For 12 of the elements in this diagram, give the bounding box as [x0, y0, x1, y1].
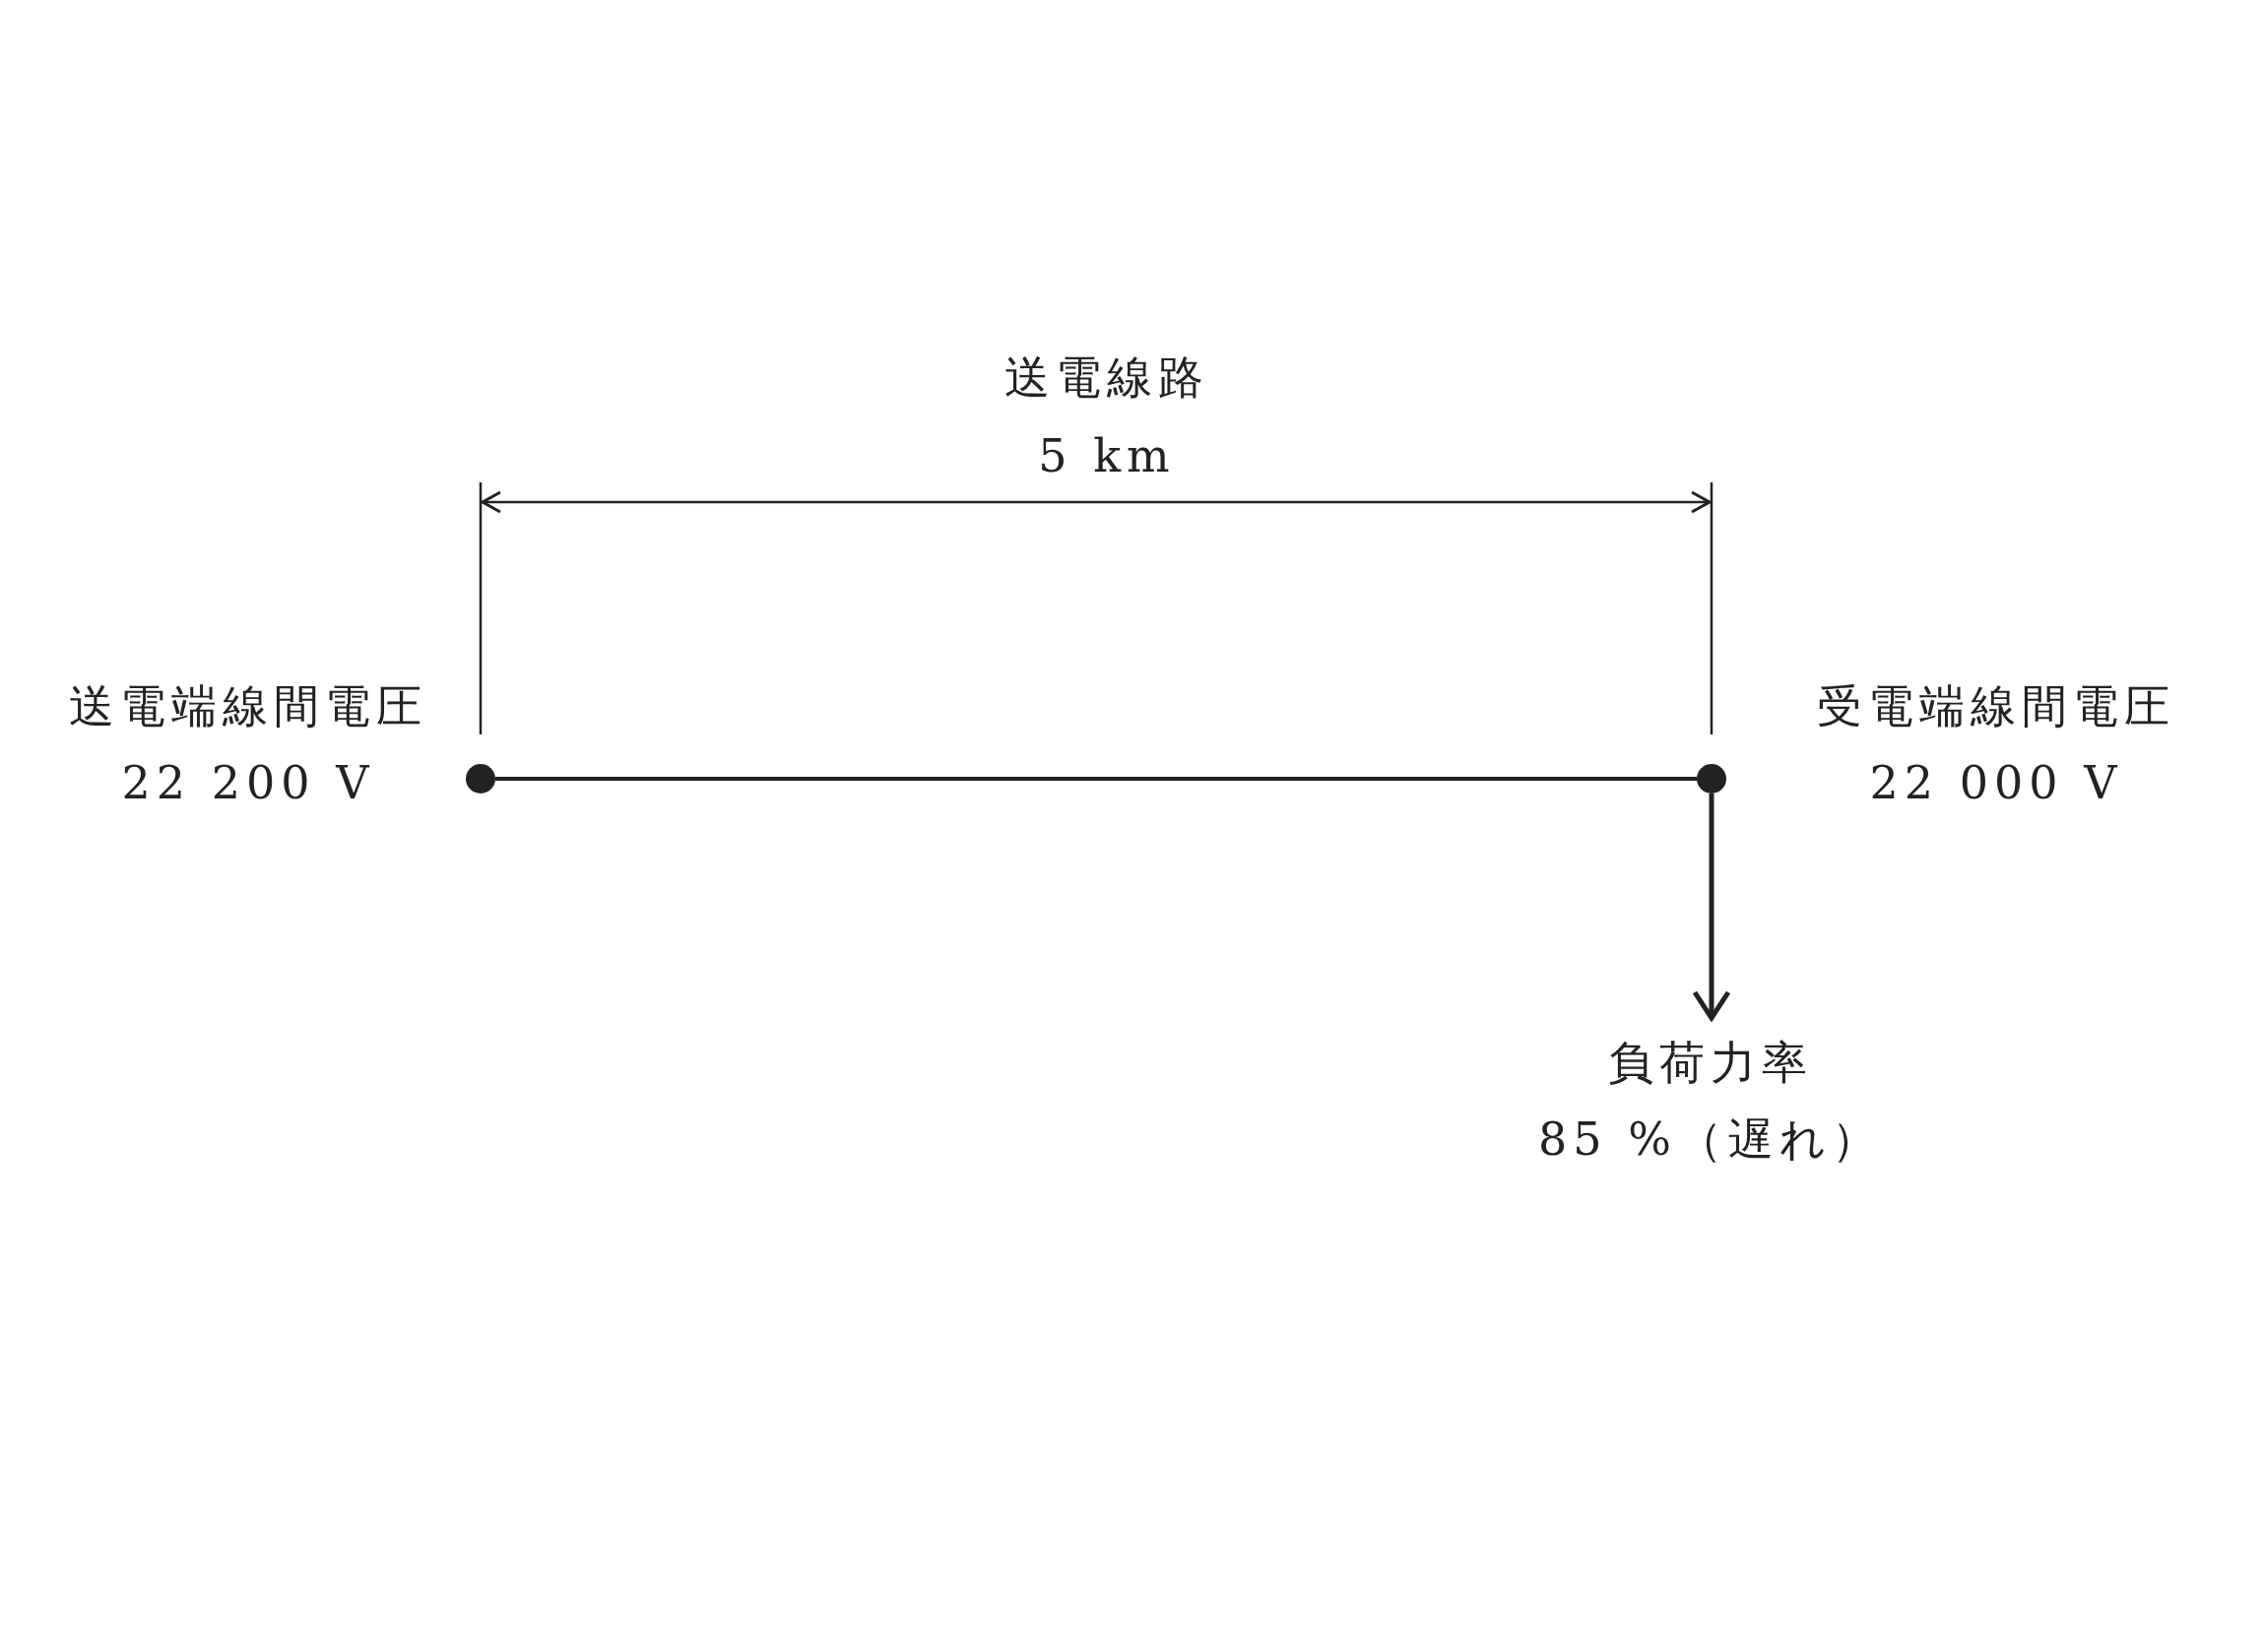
voltage-value: 22 000 V [1869, 756, 2123, 811]
terminal-dot [1697, 764, 1726, 794]
power-factor-value: 85 %（遅れ） [1538, 1112, 1883, 1169]
dimension-label: 5 km [1038, 429, 1176, 484]
load-arrow [1692, 794, 1731, 1021]
transmission-line [495, 777, 1697, 781]
voltage-label: 送電端線間電圧 [69, 679, 427, 734]
voltage-label: 受電端線間電圧 [1817, 679, 2175, 734]
voltage-value: 22 200 V [121, 756, 375, 811]
load-label: 負荷力率 [1607, 1035, 1814, 1091]
terminal-dot [466, 764, 495, 794]
line-label: 送電線路 [1004, 350, 1209, 406]
